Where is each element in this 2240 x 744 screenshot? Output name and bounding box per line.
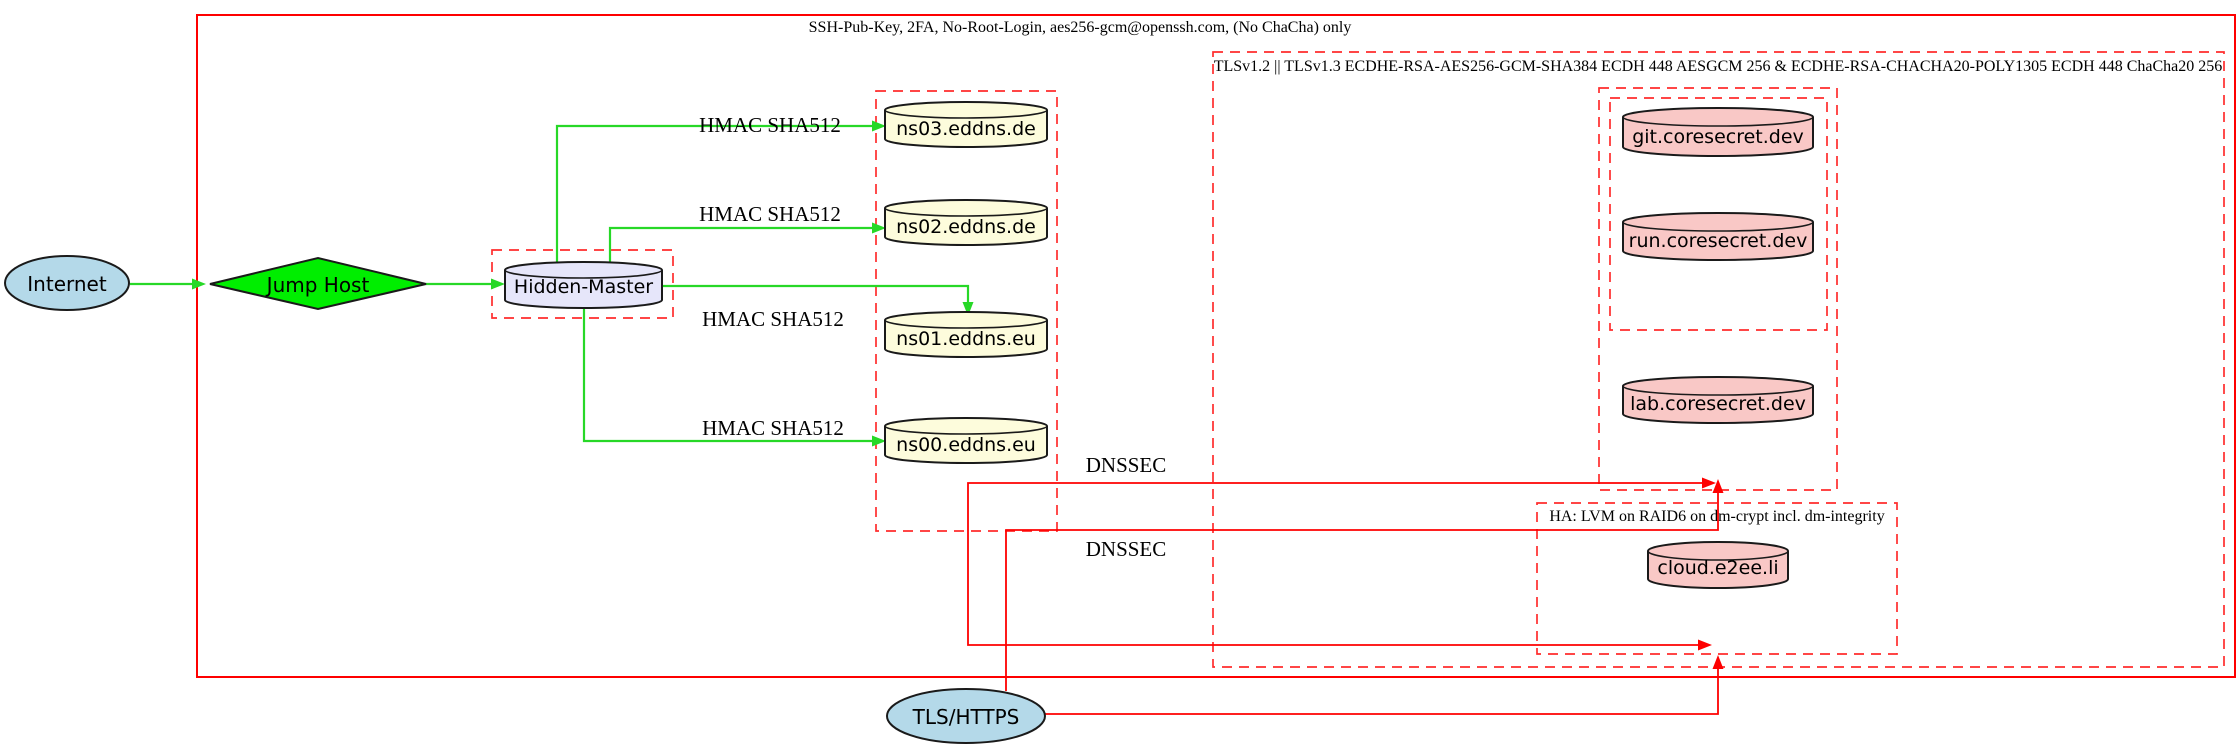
edge-dnssec-to-ha [967,531,1712,651]
tls-https-label: TLS/HTTPS [912,705,1020,729]
node-run-coresecret: run.coresecret.dev [1622,212,1814,261]
cluster-ha-box [1536,502,1898,655]
edge-line [1045,669,1719,715]
arrowhead-right-icon [1698,639,1712,651]
node-ns03: ns03.eddns.de [884,101,1048,148]
cluster-coresecret-inner-box [1609,97,1828,331]
edge-tlshttps-to-ha [1045,655,1724,715]
edge-line [967,482,1702,531]
node-ns01: ns01.eddns.eu [884,311,1048,358]
cluster-ssh-box [196,14,2236,678]
edge-line [582,308,872,443]
edge-line [608,226,872,262]
node-ns02: ns02.eddns.de [884,199,1048,246]
hidden-master-label: Hidden-Master [514,276,653,298]
edge-tlshttps-to-coresecret [1005,479,1724,691]
arrowhead-right-icon [872,222,886,234]
ns00-cylinder [884,417,1048,464]
arrowhead-up-icon [1712,479,1724,493]
run-label: run.coresecret.dev [1629,230,1808,252]
node-lab-coresecret: lab.coresecret.dev [1622,376,1814,424]
ns02-label: ns02.eddns.de [896,216,1036,238]
arrowhead-right-icon [872,120,886,132]
cylinder-rim [1647,550,1789,561]
edge-hidden-master-to-ns02 [608,222,886,262]
cylinder-rim [884,109,1048,119]
arrowhead-down-icon [962,302,974,316]
cylinder-rim [1622,221,1814,232]
lab-label: lab.coresecret.dev [1630,393,1806,415]
arrowhead-right-icon [1702,477,1716,489]
arrowhead-up-icon [1712,655,1724,669]
edge-hidden-master-to-ns01 [662,284,974,316]
cluster-ha-label: HA: LVM on RAID6 on dm-crypt incl. dm-in… [1549,508,1884,525]
edge-label-dnssec-2: DNSSEC [1086,537,1167,561]
edge-label-hmac-4: HMAC SHA512 [702,416,844,440]
ns01-cylinder [884,311,1048,358]
jump-host-diamond [209,256,427,311]
internet-ellipse [4,255,130,311]
arrowhead-right-icon [192,278,206,290]
hidden-master-cylinder [504,261,663,309]
cylinder-rim [884,425,1048,435]
ns03-label: ns03.eddns.de [896,118,1036,140]
arrowhead-right-icon [491,278,505,290]
cluster-eddns-box [875,90,1058,532]
cluster-ssh-label: SSH-Pub-Key, 2FA, No-Root-Login, aes256-… [809,19,1352,36]
tls-https-ellipse [886,688,1046,744]
node-jump-host: Jump Host [209,256,427,311]
edge-label-hmac-1: HMAC SHA512 [699,113,841,137]
git-cylinder [1622,107,1814,157]
node-internet: Internet [4,255,130,311]
internet-label: Internet [27,272,107,296]
jump-host-label: Jump Host [265,273,370,297]
cluster-coresecret-outer-box [1598,87,1838,491]
edge-jumphost-to-hidden-master [426,278,505,290]
edge-internet-to-ssh-cluster [130,278,206,290]
edge-line [555,124,872,262]
edge-label-hmac-2: HMAC SHA512 [699,202,841,226]
cluster-tls-label: TLSv1.2 || TLSv1.3 ECDHE-RSA-AES256-GCM-… [1214,58,2223,75]
arrowhead-right-icon [872,435,886,447]
node-cloud-e2ee: cloud.e2ee.li [1647,541,1789,589]
ns01-label: ns01.eddns.eu [896,328,1036,350]
cloud-label: cloud.e2ee.li [1657,557,1778,579]
edge-label-dnssec-1: DNSSEC [1086,453,1167,477]
ns00-label: ns00.eddns.eu [896,434,1036,456]
node-git-coresecret: git.coresecret.dev [1622,107,1814,157]
lab-cylinder [1622,376,1814,424]
node-ns00: ns00.eddns.eu [884,417,1048,464]
git-label: git.coresecret.dev [1632,126,1804,148]
edge-dnssec-to-coresecret [967,477,1716,531]
cylinder-rim [1622,116,1814,127]
edge-line [967,531,1698,646]
ns02-cylinder [884,199,1048,246]
edge-line [1005,493,1719,691]
ns03-cylinder [884,101,1048,148]
cylinder-rim [884,207,1048,217]
node-tls-https: TLS/HTTPS [886,688,1046,744]
cylinder-rim [1622,385,1814,396]
cylinder-rim [504,269,663,279]
cloud-cylinder [1647,541,1789,589]
cylinder-rim [884,319,1048,329]
node-hidden-master: Hidden-Master [504,261,663,309]
edge-label-hmac-3: HMAC SHA512 [702,307,844,331]
edge-hidden-master-to-ns00 [582,308,886,447]
run-cylinder [1622,212,1814,261]
edge-hidden-master-to-ns03 [555,120,886,262]
edge-line [662,284,970,302]
